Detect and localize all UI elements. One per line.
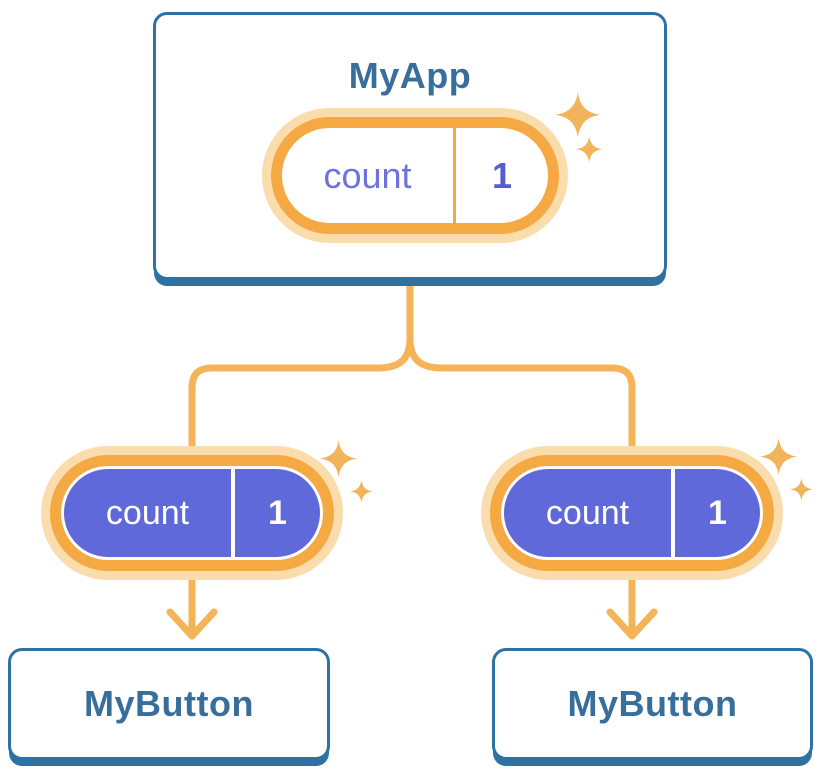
sparkle-icon (760, 438, 813, 501)
pill-key-label: count (323, 154, 412, 196)
state-pill-ring: count 1 (490, 455, 774, 571)
pill-value: 1 (708, 493, 727, 532)
pill-value: 1 (268, 493, 287, 532)
pill-value-section: 1 (675, 469, 760, 557)
connector-branch-left (188, 334, 414, 634)
leaf-card-title: MyButton (84, 683, 254, 724)
root-card-title: MyApp (348, 55, 472, 96)
pill-value: 1 (491, 154, 513, 196)
pill-key-section: count (64, 469, 231, 557)
pill-key-section: count (504, 469, 671, 557)
mybutton-card-right: MyButton (492, 648, 813, 760)
state-pill-left: count 1 (41, 446, 343, 580)
leaf-card-title: MyButton (567, 683, 738, 724)
pill-value-section: 1 (235, 469, 320, 557)
mybutton-card-left: MyButton (8, 648, 330, 760)
pill-key-label: count (545, 493, 630, 532)
sparkle-icon (555, 92, 603, 163)
arrow-down-icon (166, 608, 218, 640)
connector-branch-right (406, 334, 636, 634)
pill-value-section: 1 (456, 128, 548, 223)
state-pill-ring: count 1 (271, 117, 559, 234)
state-pill-right: count 1 (481, 446, 783, 580)
state-pill-ring: count 1 (50, 455, 334, 571)
arrow-down-icon (606, 608, 658, 640)
pill-key-label: count (105, 493, 190, 532)
sparkle-icon (320, 440, 373, 503)
pill-key-section: count (282, 128, 456, 223)
state-pill-root: count 1 (262, 108, 568, 243)
